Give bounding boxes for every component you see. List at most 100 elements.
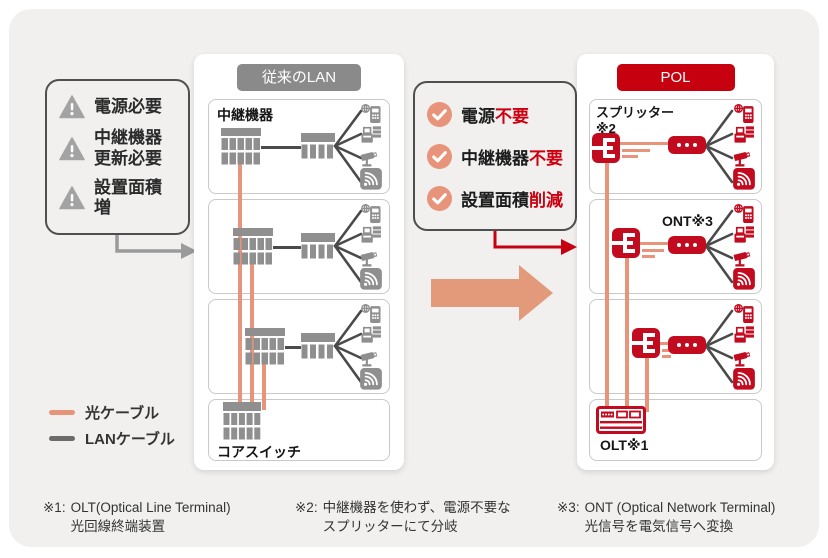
red-connector-arrow-icon xyxy=(493,231,577,255)
issue-relay-update: 中継機器 更新必要 xyxy=(59,128,176,169)
ip-phone-icon xyxy=(360,203,382,225)
fan-lines xyxy=(333,302,363,393)
footnote-text: ONT (Optical Network Terminal) 光信号を電気信号へ… xyxy=(585,499,776,537)
device-icons xyxy=(360,203,382,290)
footnote-line1: ONT (Optical Network Terminal) xyxy=(584,500,776,515)
printer-icon xyxy=(360,325,382,347)
printer-icon xyxy=(733,325,755,347)
benefit-text-highlight: 削減 xyxy=(529,190,563,210)
lan-segment-3 xyxy=(208,299,390,394)
device-icons xyxy=(733,103,755,190)
footnote-splitter: ※2: 中継機器を使わず、電源不要な スプリッターにて分岐 xyxy=(295,499,511,537)
edge-switch-icon xyxy=(301,333,335,361)
relay-switch-icon xyxy=(221,128,261,166)
printer-icon xyxy=(733,125,755,147)
benefit-relay: 中継機器不要 xyxy=(427,144,563,169)
ip-phone-icon xyxy=(733,303,755,325)
warning-icon xyxy=(59,137,85,161)
printer-icon xyxy=(733,225,755,247)
footnote-line2: スプリッターにて分岐 xyxy=(322,518,458,534)
traditional-lan-issues-box: 電源必要 中継機器 更新必要 設置面積増 xyxy=(45,79,190,235)
check-icon xyxy=(427,186,452,211)
background-card: 電源必要 中継機器 更新必要 設置面積増 xyxy=(9,9,819,547)
security-camera-icon xyxy=(360,247,382,269)
lan-segment-1: 中継機器 xyxy=(208,99,390,194)
legend-lan: LANケーブル xyxy=(49,425,175,451)
splitter-label: スプリッター ※2 xyxy=(596,105,674,136)
optical-splitter-icon xyxy=(612,228,640,258)
optical-cable-label: 光ケーブル xyxy=(85,404,160,422)
optical-splitter-icon xyxy=(592,133,620,163)
benefit-label: 電源不要 xyxy=(461,102,529,127)
optical-cable-line xyxy=(658,342,668,345)
olt-label: OLT※1 xyxy=(600,437,649,453)
benefit-footprint: 設置面積削減 xyxy=(427,186,563,211)
warning-icon xyxy=(59,186,85,210)
security-camera-icon xyxy=(733,147,755,169)
issue-footprint: 設置面積増 xyxy=(59,178,176,219)
ont-icon xyxy=(668,336,706,354)
footnote-text: 中継機器を使わず、電源不要な スプリッターにて分岐 xyxy=(323,499,511,537)
ip-phone-icon xyxy=(360,103,382,125)
ip-phone-icon xyxy=(733,103,755,125)
transition-arrow-icon xyxy=(431,265,553,321)
core-switch-label: コアスイッチ xyxy=(217,444,301,460)
footnote-olt: ※1: OLT(Optical Line Terminal) 光回線終端装置 xyxy=(43,499,231,537)
splitter-label-line1: スプリッター xyxy=(596,105,675,120)
security-camera-icon xyxy=(360,147,382,169)
footnote-marker: ※1: xyxy=(43,500,66,515)
issue-power: 電源必要 xyxy=(59,95,176,119)
edge-switch-icon xyxy=(301,133,335,161)
core-switch-box: コアスイッチ xyxy=(208,399,390,461)
optical-cable xyxy=(625,257,629,412)
splitter-label-line2: ※2 xyxy=(596,120,616,136)
printer-icon xyxy=(360,225,382,247)
ip-phone-icon xyxy=(360,303,382,325)
wifi-access-point-icon xyxy=(360,268,382,290)
device-icons xyxy=(733,203,755,290)
security-camera-icon xyxy=(733,247,755,269)
relay-switch-icon xyxy=(233,228,273,266)
lan-cable-line xyxy=(273,246,301,249)
wifi-access-point-icon xyxy=(733,368,755,390)
benefit-label: 設置面積削減 xyxy=(461,186,563,211)
edge-switch-icon xyxy=(301,233,335,261)
pol-segment-3 xyxy=(589,299,762,394)
security-camera-icon xyxy=(360,347,382,369)
footnote-marker: ※3: xyxy=(557,500,580,515)
device-icons xyxy=(360,303,382,390)
issue-label: 電源必要 xyxy=(94,97,162,117)
pol-title: POL xyxy=(616,64,735,91)
warning-icon xyxy=(59,95,85,119)
optical-cable-line xyxy=(662,355,671,358)
check-icon xyxy=(427,144,452,169)
benefit-text-highlight: 不要 xyxy=(529,148,563,168)
fan-lines xyxy=(333,102,363,193)
issue-text-line1: 中継機器 xyxy=(94,128,162,148)
relay-switch-icon xyxy=(245,328,285,366)
olt-box: OLT※1 xyxy=(589,399,762,461)
lan-cable-label: LANケーブル xyxy=(85,430,175,448)
lan-cable-line xyxy=(261,146,301,149)
benefit-text: 中継機器 xyxy=(461,148,529,168)
issue-label: 中継機器 更新必要 xyxy=(94,128,162,169)
lan-cable-line xyxy=(285,346,301,349)
olt-icon xyxy=(596,406,646,434)
ont-icon xyxy=(668,236,706,254)
pol-segment-1: スプリッター ※2 xyxy=(589,99,762,194)
pol-panel: POL スプリッター ※2 xyxy=(577,54,774,470)
issue-label: 設置面積増 xyxy=(94,178,176,219)
footnote-line2: 光信号を電気信号へ変換 xyxy=(584,518,734,534)
wifi-access-point-icon xyxy=(733,268,755,290)
optical-cable-line xyxy=(622,149,650,152)
benefit-power: 電源不要 xyxy=(427,102,563,127)
optical-cable xyxy=(645,357,649,412)
benefit-text: 電源 xyxy=(461,106,495,126)
footnote-marker: ※2: xyxy=(295,500,318,515)
benefit-text-highlight: 不要 xyxy=(495,106,529,126)
relay-equipment-label: 中継機器 xyxy=(217,107,273,123)
optical-cable-line xyxy=(642,249,664,252)
pol-segment-2: ONT※3 xyxy=(589,199,762,294)
fan-lines xyxy=(333,202,363,293)
check-icon xyxy=(427,102,452,127)
